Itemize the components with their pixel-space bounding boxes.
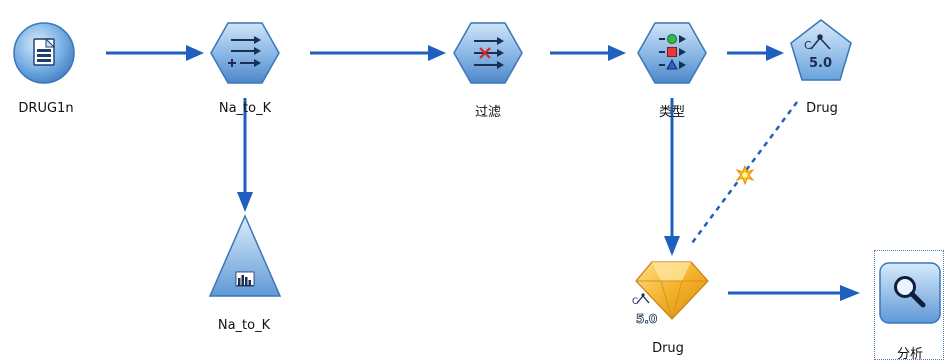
derive-na-to-k-label: Na_to_K	[218, 101, 272, 116]
c50-model-nugget-label: Drug	[652, 341, 684, 356]
derive-arrows-icon	[228, 36, 261, 67]
connector-drug1n-derive	[106, 45, 204, 61]
drug1n-label: DRUG1n	[18, 101, 74, 116]
c50-modeling-icon: C 5.0	[804, 34, 832, 71]
svg-text:5.0: 5.0	[809, 56, 832, 71]
svg-text:C: C	[632, 297, 638, 307]
magnifier-icon	[894, 276, 926, 308]
drug1n-source-node[interactable]	[13, 22, 75, 84]
connector-type-c50-modeling	[727, 45, 784, 61]
c50-modeling-label: Drug	[806, 101, 838, 116]
filter-node[interactable]	[453, 22, 523, 84]
histogram-icon	[235, 271, 255, 287]
var-file-source-icon	[33, 37, 56, 66]
c50-model-nugget[interactable]: C 5.0	[632, 261, 709, 326]
analysis-node[interactable]	[879, 262, 941, 324]
histogram-na-to-k-node[interactable]	[208, 214, 282, 297]
connector-derive-histogram	[237, 98, 253, 212]
svg-text:5.0: 5.0	[636, 312, 657, 326]
analysis-selection-frame	[874, 250, 944, 360]
c50-model-nugget-icon: C 5.0	[632, 293, 658, 326]
connector-nugget-analysis	[728, 285, 860, 301]
model-refresh-burst-icon	[735, 164, 755, 186]
svg-text:C: C	[804, 39, 812, 52]
type-node[interactable]	[637, 22, 707, 84]
type-icon	[659, 34, 686, 70]
type-label: 类型	[658, 105, 686, 120]
derive-na-to-k-node[interactable]	[210, 22, 280, 84]
filter-icon	[474, 37, 504, 69]
connector-filter-type	[550, 45, 626, 61]
connector-type-nugget	[664, 98, 680, 256]
histogram-na-to-k-label: Na_to_K	[217, 318, 271, 333]
analysis-label: 分析	[896, 347, 924, 362]
filter-label: 过滤	[474, 105, 502, 120]
c50-modeling-node[interactable]: C 5.0	[790, 19, 852, 81]
connector-derive-filter	[310, 45, 446, 61]
